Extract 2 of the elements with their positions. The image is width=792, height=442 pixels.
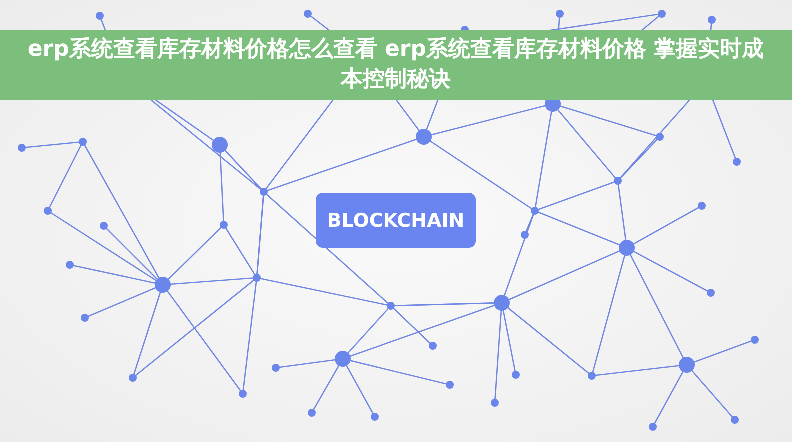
label-box: BLOCKCHAIN [316,193,476,248]
title: erp系统查看库存材料价格怎么查看 erp系统查看库存材料价格 掌握实时成本控制秘诀 [26,36,766,94]
